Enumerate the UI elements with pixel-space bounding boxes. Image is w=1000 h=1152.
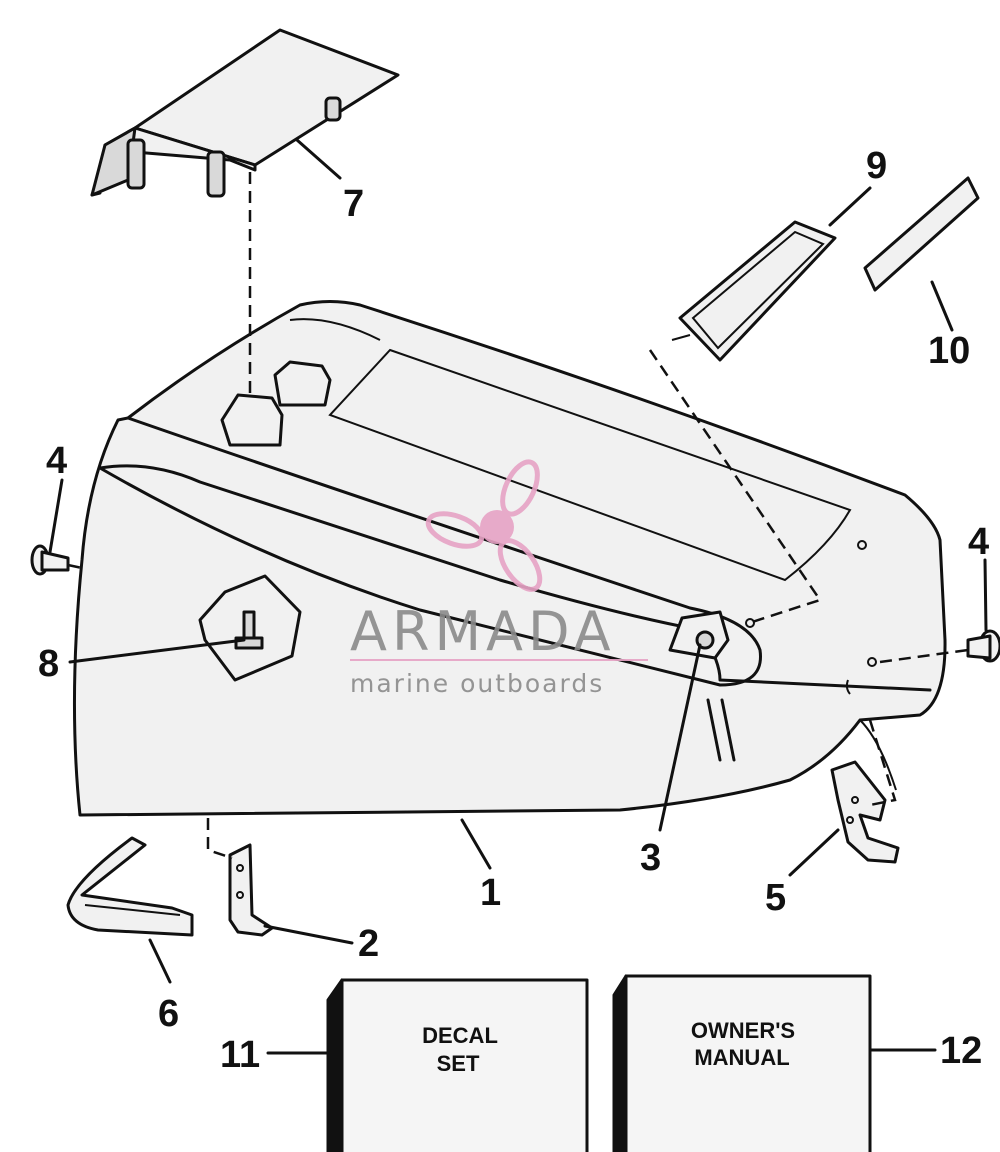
part-2-latch (228, 843, 274, 937)
callout-4-right: 4 (968, 521, 989, 563)
dash-line-9 (648, 349, 822, 624)
leader-lines (48, 138, 988, 1055)
decal-label-line1: DECAL (422, 1023, 498, 1048)
watermark: ARMADA marine outboards (350, 459, 648, 698)
dash-line-4-right (879, 648, 969, 664)
callout-3: 3 (640, 837, 661, 879)
part-9-grille (671, 220, 837, 362)
propeller-logo-icon (425, 459, 543, 592)
part-11-decal-box (326, 978, 589, 1152)
part-10-strip (863, 176, 980, 292)
part-8-plate-screw (198, 574, 302, 682)
callout-6: 6 (158, 993, 179, 1035)
callout-12: 12 (940, 1030, 982, 1072)
dash-line-4-left (67, 563, 83, 570)
callout-11: 11 (220, 1034, 260, 1076)
part-6-seal (66, 836, 194, 937)
watermark-subtitle: marine outboards (350, 669, 604, 698)
motor-cover (72, 300, 947, 817)
callout-7: 7 (343, 183, 364, 225)
callout-10: 10 (928, 330, 970, 372)
callout-4-left: 4 (46, 440, 67, 482)
dash-line-2 (206, 818, 233, 860)
part-3-bracket (668, 610, 730, 660)
callout-2: 2 (358, 923, 379, 965)
callout-9: 9 (866, 145, 887, 187)
box-labels: DECAL SET OWNER'S MANUAL (422, 1018, 795, 1076)
callout-1: 1 (480, 872, 501, 914)
callout-8: 8 (38, 643, 59, 685)
callout-5: 5 (765, 877, 786, 919)
part-4-rivet-left (30, 544, 70, 576)
watermark-title: ARMADA (350, 600, 616, 663)
part-5-hook (830, 760, 900, 864)
manual-label-line1: OWNER'S (691, 1018, 795, 1043)
manual-label-line2: MANUAL (694, 1045, 789, 1070)
dash-line-5 (868, 719, 897, 807)
part-12-manual-box (612, 974, 872, 1152)
decal-label-line2: SET (437, 1051, 480, 1076)
callout-numbers: 7 9 10 4 4 8 3 1 5 2 6 11 12 (38, 145, 989, 1076)
part-4-rivet-right (966, 629, 1000, 663)
part-7-top-cover (90, 28, 400, 198)
